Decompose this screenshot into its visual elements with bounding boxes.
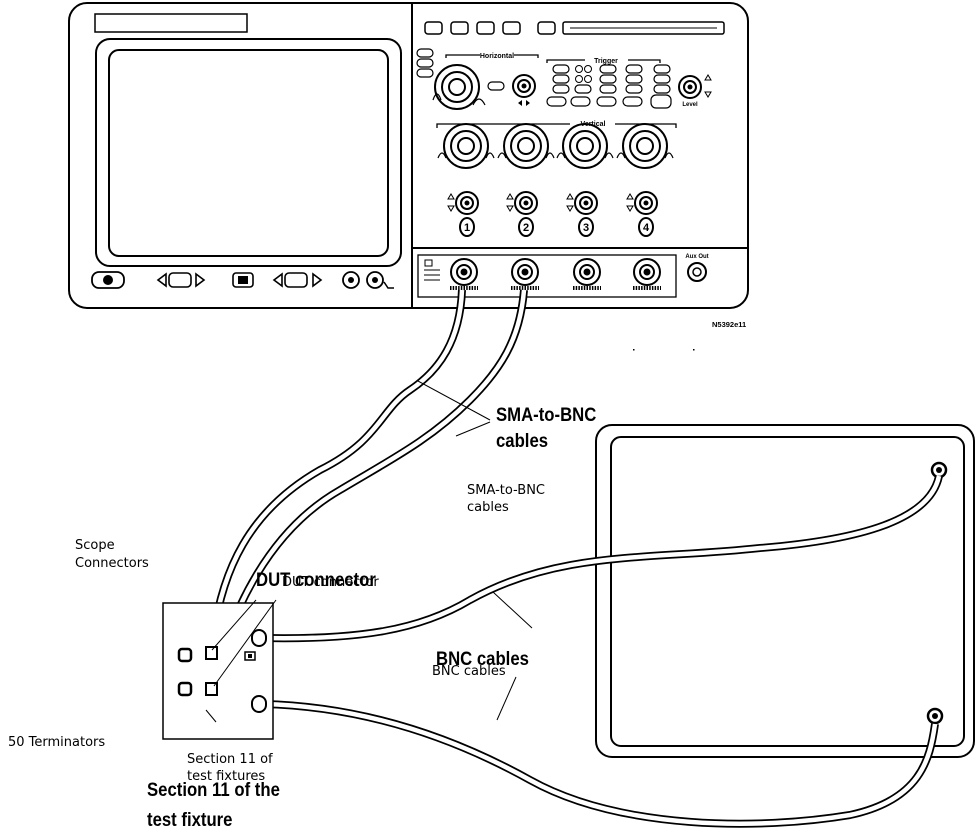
scope-connectors-label-1: Scope — [75, 538, 115, 553]
channel-number-badges: 1 2 3 4 — [459, 217, 654, 237]
model-code: N5392e11 — [712, 320, 746, 329]
test-fixture — [162, 602, 274, 740]
trigger-label: Trigger — [594, 58, 618, 65]
aux-out-label: Aux Out — [685, 254, 708, 260]
level-label: Level — [682, 102, 698, 108]
oscilloscope: Horizontal Trigger Level Vertical — [68, 2, 749, 309]
front-panel-bottom-buttons — [91, 271, 394, 289]
channel-4-label: 4 — [643, 222, 650, 234]
section-bold-label-2: test fixture — [147, 810, 233, 831]
sma-to-bnc-cables — [208, 289, 528, 689]
scope-screen — [108, 49, 389, 257]
bnc-cables-bold-label: BNC cables — [436, 649, 529, 670]
bnc-cables-thin-label: BNC cables — [432, 664, 506, 679]
sma-cables-bold-label-1: SMA-to-BNC — [496, 405, 597, 426]
vertical-offset-knobs — [447, 191, 658, 215]
sma-cables-bold-label-2: cables — [496, 431, 549, 452]
trigger-buttons — [546, 64, 672, 109]
section-thin-label-1: Section 11 of — [187, 752, 273, 767]
terminators-label: 50 Terminators — [8, 735, 106, 750]
section-bold-label-1: Section 11 of the — [147, 780, 280, 801]
bnc-cables — [261, 474, 943, 828]
dut-connector-bold-label: DUT connector — [256, 570, 376, 591]
section-thin-label-2: test fixtures — [187, 769, 266, 784]
leader-lines — [205, 380, 533, 723]
vertical-scale-knobs — [437, 123, 674, 169]
sma-cables-thin-label-1: SMA-to-BNC — [467, 483, 546, 498]
channel-2-label: 2 — [523, 222, 529, 234]
channel-3-label: 3 — [583, 222, 589, 234]
sma-cables-thin-label-2: cables — [467, 500, 509, 515]
scope-connectors-label-2: Connectors — [75, 556, 149, 571]
second-instrument — [595, 424, 975, 758]
dut-connector-thin-label: DUT connector — [282, 575, 379, 590]
channel-1-label: 1 — [464, 222, 470, 234]
dut-connector-2 — [205, 682, 218, 696]
horizontal-label: Horizontal — [480, 53, 514, 60]
dut-connector-1 — [205, 646, 218, 660]
top-buttons-row — [424, 21, 725, 35]
